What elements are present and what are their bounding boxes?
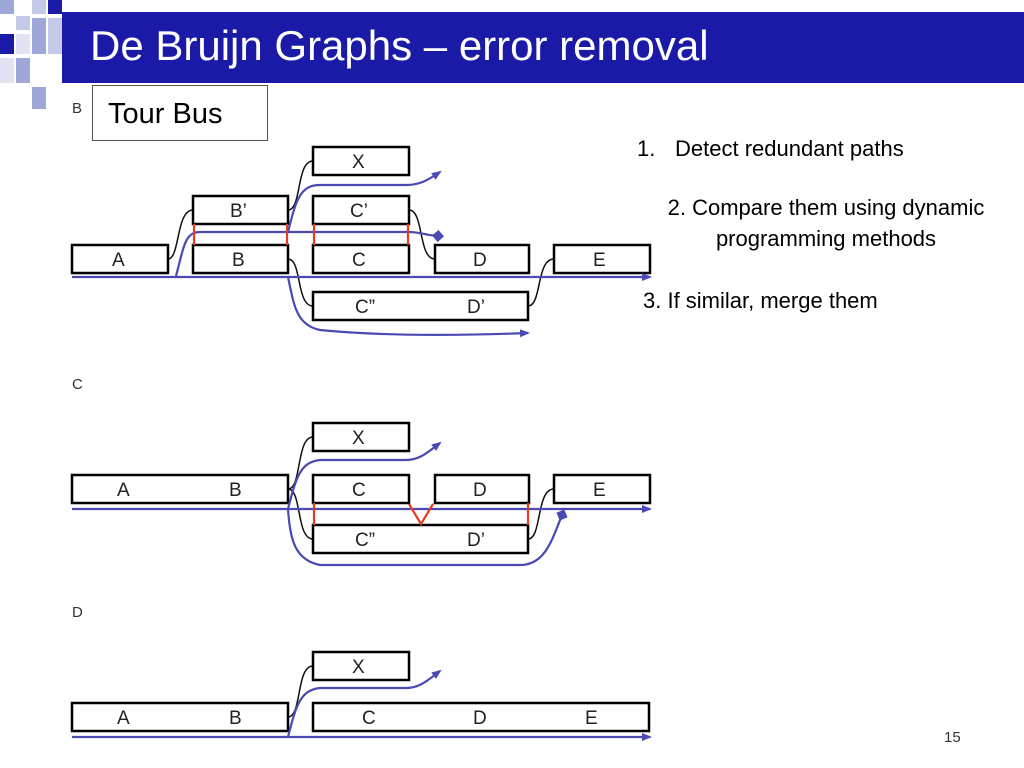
decorative-square xyxy=(32,87,46,109)
edge-ab-x xyxy=(287,436,314,490)
node-label-e: E xyxy=(593,480,606,501)
node-c-prime xyxy=(311,194,411,226)
node-label-b-prime: B’ xyxy=(230,201,247,222)
node-label-c-dprime: C” xyxy=(355,297,375,318)
path-lower-b xyxy=(286,276,530,338)
edge-d-prime-e xyxy=(527,488,555,540)
node-label-e: E xyxy=(585,708,598,729)
node-label-d: D xyxy=(473,480,487,501)
node-label-a: A xyxy=(117,480,130,501)
decorative-square xyxy=(0,58,14,83)
node-label-c: C xyxy=(352,480,366,501)
decorative-square xyxy=(16,58,30,83)
edge-ab-x xyxy=(287,665,314,718)
node-c-dprime-d-prime xyxy=(311,523,530,555)
node-ab xyxy=(70,473,290,505)
path-x-d xyxy=(286,669,442,738)
node-e xyxy=(552,473,652,505)
path-x-b xyxy=(286,170,442,233)
panel-label-c: C xyxy=(72,376,83,393)
edge-ab-c-dprime xyxy=(287,488,314,540)
node-b-prime xyxy=(191,194,290,226)
node-label-a: A xyxy=(117,708,130,729)
node-label-x: X xyxy=(352,657,365,678)
node-label-d-prime: D’ xyxy=(467,530,485,551)
edge-b-x xyxy=(287,160,314,211)
page-number: 15 xyxy=(944,729,961,746)
slide-title: De Bruijn Graphs – error removal xyxy=(90,22,709,69)
node-label-d: D xyxy=(473,250,487,271)
node-label-a: A xyxy=(112,250,125,271)
edge-b-c-dprime xyxy=(287,258,314,307)
panel-c: C A B C D E X C” D’ xyxy=(70,376,652,567)
node-c xyxy=(311,243,411,275)
node-c-dprime-d-prime xyxy=(311,290,530,322)
edge-a-b-prime xyxy=(167,209,194,260)
node-label-b: B xyxy=(229,708,242,729)
node-label-c-dprime: C” xyxy=(355,530,375,551)
decorative-square xyxy=(48,18,62,54)
decorative-square xyxy=(0,0,14,14)
decorative-square xyxy=(16,16,30,30)
node-label-b: B xyxy=(232,250,245,271)
node-label-d: D xyxy=(473,708,487,729)
node-label-x: X xyxy=(352,152,365,173)
node-x xyxy=(311,145,411,177)
decorative-square xyxy=(0,16,14,30)
decorative-square xyxy=(32,58,46,83)
decorative-square xyxy=(32,0,46,14)
node-ab xyxy=(70,701,290,733)
red-v-marker xyxy=(408,503,434,527)
node-a xyxy=(70,243,170,275)
node-label-c-prime: C’ xyxy=(350,201,368,222)
decorative-square xyxy=(0,34,14,54)
edge-d-prime-e xyxy=(527,258,555,307)
decorative-square xyxy=(16,34,30,54)
step-1-text: Detect redundant paths xyxy=(675,136,904,161)
node-e xyxy=(552,243,652,275)
title-bar: De Bruijn Graphs – error removal xyxy=(62,12,1024,83)
path-upper-b xyxy=(174,230,444,277)
path-lower-c xyxy=(286,508,568,567)
panel-b: B A B C D E X B’ C’ C” D’ xyxy=(70,100,652,338)
decorative-square xyxy=(16,0,30,14)
panel-d: D A B C D E X xyxy=(70,604,652,741)
panel-label-d: D xyxy=(72,604,83,621)
node-label-b: B xyxy=(229,480,242,501)
node-label-c: C xyxy=(352,250,366,271)
node-label-x: X xyxy=(352,428,365,449)
panel-label-b: B xyxy=(72,100,82,117)
node-label-e: E xyxy=(593,250,606,271)
path-x-c xyxy=(286,441,442,510)
node-c xyxy=(311,473,411,505)
node-label-d-prime: D’ xyxy=(467,297,485,318)
decorative-square xyxy=(48,0,62,14)
node-b xyxy=(191,243,290,275)
step-3-text: 3. If similar, merge them xyxy=(643,288,878,313)
node-cde xyxy=(311,701,651,733)
node-x xyxy=(311,421,411,453)
node-x xyxy=(311,650,411,682)
node-d xyxy=(433,243,531,275)
decorative-square xyxy=(32,18,46,54)
node-label-c: C xyxy=(362,708,376,729)
tour-bus-label: Tour Bus xyxy=(92,85,268,141)
step-2-text: 2. Compare them using dynamic programmin… xyxy=(667,195,985,251)
node-d xyxy=(433,473,531,505)
step-1-number: 1. xyxy=(637,136,656,161)
